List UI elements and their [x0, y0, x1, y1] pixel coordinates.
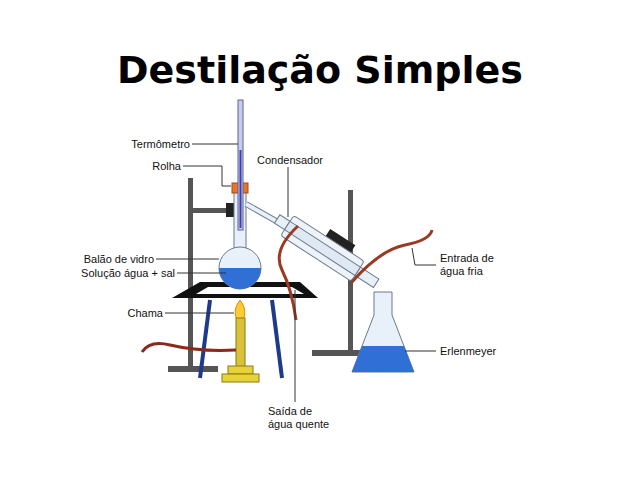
part-label: Solução água + sal [81, 267, 175, 280]
support-stands [168, 178, 374, 372]
thermometer [238, 100, 243, 230]
part-label: Chama [128, 307, 163, 320]
part-label: Termômetro [131, 138, 190, 151]
part-label: Erlenmeyer [440, 345, 496, 358]
part-label: Entrada de água fria [440, 252, 502, 278]
water-hoses [279, 226, 432, 320]
tripod [200, 300, 282, 378]
part-label: Saída de água quente [268, 405, 330, 431]
diagram-title: Destilação Simples [117, 48, 523, 92]
erlenmeyer-flask [352, 292, 414, 372]
round-flask [219, 188, 292, 289]
part-label: Balão de vidro [84, 253, 154, 266]
part-label: Rolha [152, 160, 181, 173]
leader-lines [156, 144, 436, 402]
part-label: Condensador [257, 154, 323, 167]
